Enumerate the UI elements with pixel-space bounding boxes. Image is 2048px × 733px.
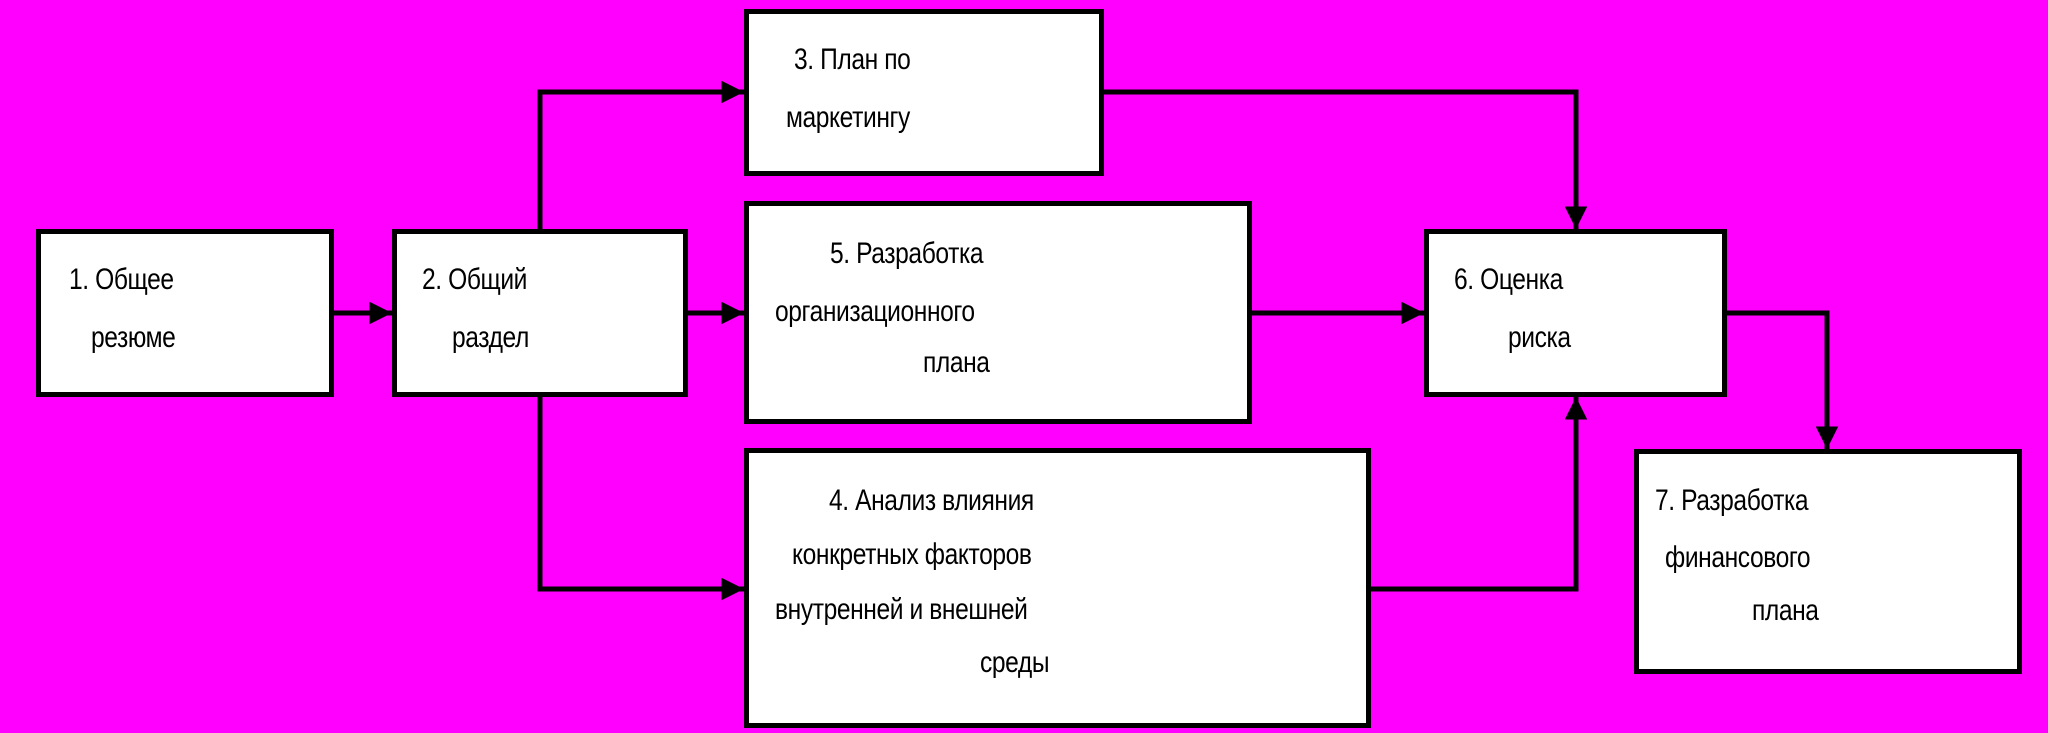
box-7-line-3: плана xyxy=(1752,594,1819,627)
box-4-line-3: внутренней и внешней xyxy=(775,593,1028,626)
box-4-line-4: среды xyxy=(980,646,1050,679)
box-marketing-plan xyxy=(744,9,1104,176)
box-6-line-2: риска xyxy=(1508,321,1571,354)
box-7-line-2: финансового xyxy=(1665,541,1811,574)
box-3-line-1: 3. План по xyxy=(794,43,911,76)
arrow-4-to-6 xyxy=(1371,397,1588,592)
box-7-line-1: 7. Разработка xyxy=(1655,484,1809,517)
arrow-2-to-3 xyxy=(537,80,744,229)
arrow-2-to-4 xyxy=(537,397,744,601)
box-2-line-1: 2. Общий xyxy=(422,263,528,296)
box-1-line-2: резюме xyxy=(91,321,176,354)
arrow-6-to-7 xyxy=(1727,310,1839,449)
box-general-summary xyxy=(36,229,334,397)
box-4-line-1: 4. Анализ влияния xyxy=(829,484,1034,517)
box-financial-plan xyxy=(1634,449,2022,674)
box-factor-analysis xyxy=(744,448,1371,728)
box-5-line-2: организационного xyxy=(775,295,975,328)
box-general-section xyxy=(392,229,688,397)
box-5-line-1: 5. Разработка xyxy=(830,237,984,270)
box-2-line-2: раздел xyxy=(452,321,529,354)
box-4-line-2: конкретных факторов xyxy=(792,538,1032,571)
box-6-line-1: 6. Оценка xyxy=(1454,263,1563,296)
box-3-line-2: маркетингу xyxy=(786,101,910,134)
box-5-line-3: плана xyxy=(923,346,990,379)
arrow-3-to-6 xyxy=(1104,89,1588,229)
box-1-line-1: 1. Общее xyxy=(69,263,174,296)
box-risk-assessment xyxy=(1424,229,1727,397)
box-organizational-plan xyxy=(744,201,1252,424)
